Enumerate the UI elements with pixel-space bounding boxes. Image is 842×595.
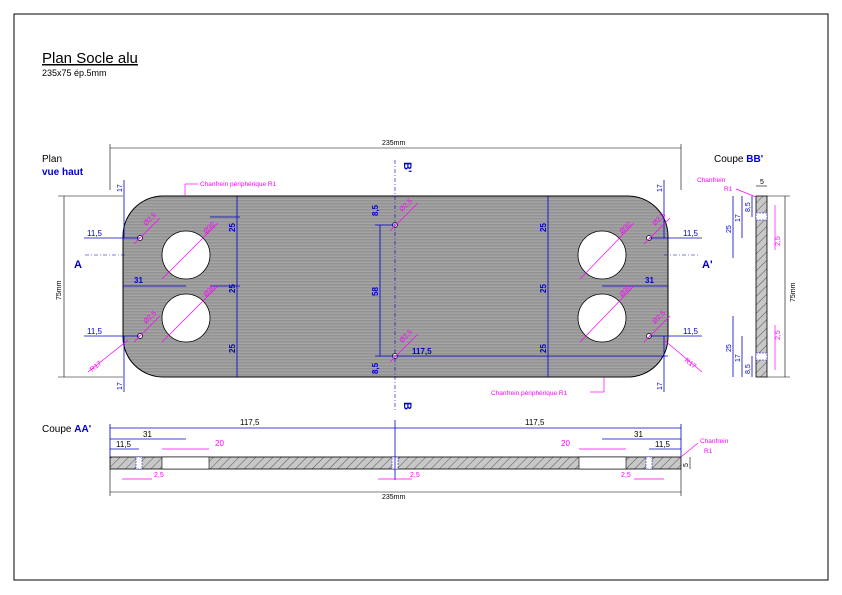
- hole-big-top-right: [577, 230, 627, 280]
- plan-dim-25-c: 25: [228, 344, 237, 353]
- section-aa-dim-2-5-center: 2,5: [410, 472, 420, 479]
- section-aa-dim-20-left: 20: [215, 439, 224, 448]
- plan-dim-11-5-tl: 11,5: [87, 229, 103, 238]
- section-aa-big-hole-right: [578, 456, 627, 470]
- section-aa-dim-117-5-right: 117,5: [525, 418, 545, 427]
- section-marker-b: B: [401, 402, 413, 410]
- plan-dim-58: 58: [371, 287, 380, 296]
- plan-dim-31-left: 31: [134, 276, 143, 285]
- plan-dim-25-f: 25: [539, 344, 548, 353]
- plan-dim-11-5-tr: 11,5: [683, 229, 699, 238]
- drawing-title: Plan Socle alu: [42, 50, 138, 67]
- plan-view: Plan vue haut 235mm 75mm A A' B': [42, 140, 713, 410]
- plan-label: Plan: [42, 154, 62, 165]
- section-aa-chamfer-1: Chanfrein: [700, 438, 729, 445]
- section-bb-chamfer-2: R1: [724, 186, 733, 193]
- sheet-frame: [13, 13, 829, 581]
- section-marker-a: A: [74, 259, 82, 271]
- chamfer-note-bottom: Chanfrein périphérique R1: [491, 390, 568, 397]
- section-bb-body: [755, 195, 768, 378]
- plan-dim-8-5-top: 8,5: [371, 204, 380, 216]
- section-aa-dim-31-right: 31: [634, 430, 643, 439]
- section-bb-dim-2-5-top: 2,5: [775, 236, 782, 246]
- section-aa-big-hole-left: [161, 456, 210, 470]
- section-aa-small-hole-right: [645, 456, 653, 470]
- section-aa-dim-117-5-left: 117,5: [240, 418, 260, 427]
- drawing-subtitle: 235x75 ép.5mm: [42, 68, 107, 78]
- section-aa-small-hole-left: [135, 456, 143, 470]
- plan-dim-31-right: 31: [645, 276, 654, 285]
- plan-height-dim: 75mm: [56, 280, 63, 300]
- section-aa-dim-2-5-right: 2,5: [621, 472, 631, 479]
- section-marker-b-prime: B': [401, 162, 413, 173]
- section-bb-thickness: 5: [760, 179, 764, 186]
- plan-dim-11-5-br: 11,5: [683, 327, 699, 336]
- plate-outline: [122, 195, 669, 378]
- section-aa-thickness: 5: [683, 463, 690, 467]
- section-aa-width: 235mm: [382, 494, 406, 501]
- section-bb-hole-top: [755, 212, 768, 221]
- plan-dim-17-bl: 17: [117, 382, 124, 390]
- hole-big-bottom-right: [577, 293, 627, 343]
- plan-dim-117-5: 117,5: [412, 347, 432, 356]
- section-bb: Coupe BB' 5 75mm 25 17 8,5 25 17 8,5 2,5…: [697, 154, 797, 378]
- plan-dim-25-e: 25: [539, 284, 548, 293]
- plan-dim-17-tl: 17: [117, 184, 124, 192]
- radius-label-left: R17: [89, 360, 104, 373]
- section-marker-a-prime: A': [702, 259, 713, 271]
- section-aa-dim-20-right: 20: [561, 439, 570, 448]
- section-bb-dim-8-5-top: 8,5: [745, 202, 752, 212]
- section-bb-dim-2-5-bottom: 2,5: [775, 330, 782, 340]
- plan-dim-17-tr: 17: [657, 184, 664, 192]
- plan-dim-17-br: 17: [657, 382, 664, 390]
- chamfer-note-top: Chanfrein périphérique R1: [200, 181, 277, 188]
- plan-dim-25-b: 25: [228, 284, 237, 293]
- section-aa-dim-31-left: 31: [143, 430, 152, 439]
- radius-label-right: R17: [683, 357, 698, 370]
- plan-sublabel: vue haut: [42, 167, 84, 178]
- plan-dim-25-d: 25: [539, 223, 548, 232]
- section-aa: Coupe AA' 117,5 117,5 31 31 11,5 11,5 20…: [42, 418, 729, 501]
- section-bb-dim-25-bottom: 25: [726, 344, 733, 352]
- section-bb-dim-17-top: 17: [735, 214, 742, 222]
- section-bb-label: Coupe BB': [714, 154, 763, 165]
- section-bb-hole-bottom: [755, 352, 768, 361]
- section-aa-dim-11-5-left: 11,5: [116, 440, 132, 449]
- plan-width-dim: 235mm: [382, 140, 406, 147]
- section-aa-dim-2-5-left: 2,5: [154, 472, 164, 479]
- section-bb-dim-25-top: 25: [726, 225, 733, 233]
- plan-dim-8-5-bottom: 8,5: [371, 362, 380, 374]
- plan-dim-11-5-bl: 11,5: [87, 327, 103, 336]
- section-aa-label: Coupe AA': [42, 424, 91, 435]
- section-bb-dim-17-bottom: 17: [735, 354, 742, 362]
- section-aa-dim-11-5-right: 11,5: [655, 440, 671, 449]
- plan-dim-25-a: 25: [228, 223, 237, 232]
- section-bb-dim-8-5-bottom: 8,5: [745, 364, 752, 374]
- section-aa-chamfer-2: R1: [704, 448, 713, 455]
- section-bb-height: 75mm: [790, 282, 797, 302]
- section-bb-chamfer-1: Chanfrein: [697, 177, 726, 184]
